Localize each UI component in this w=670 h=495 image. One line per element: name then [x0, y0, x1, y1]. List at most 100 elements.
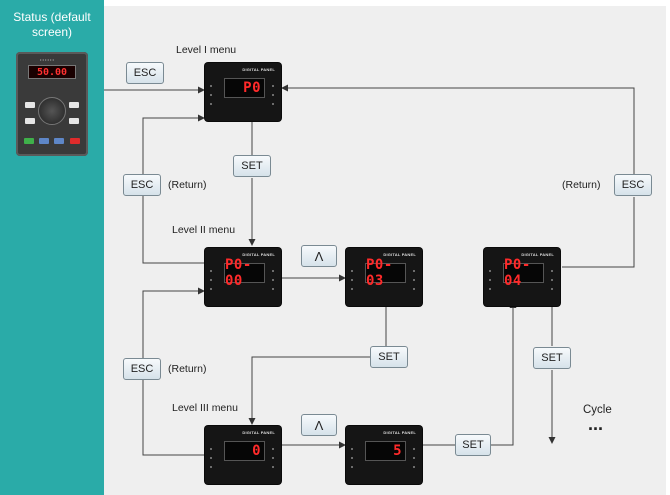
cycle-label: Cycle [583, 404, 612, 416]
esc-key: ESC [123, 174, 161, 196]
panel-indicator [489, 279, 491, 281]
panel-indicator [272, 279, 274, 281]
digital-panel-p0-04: DIGITAL PANEL P0-04 [484, 248, 560, 306]
panel-indicator [210, 103, 212, 105]
digital-panel-p0-00: DIGITAL PANEL P0-00 [205, 248, 281, 306]
return-label: (Return) [562, 179, 601, 191]
return-label: (Return) [168, 179, 207, 191]
panel-indicator [210, 466, 212, 468]
panel-indicator [413, 288, 415, 290]
panel-screen: P0 [224, 78, 265, 98]
panel-indicator [272, 94, 274, 96]
panel-indicator [351, 270, 353, 272]
set-key: SET [533, 347, 571, 369]
panel-display-value: 5 [393, 443, 402, 459]
arrow-5-to-p004 [491, 301, 517, 446]
esc-key: ESC [126, 62, 164, 84]
keypad-image: • • • • • • 50.00 [16, 52, 88, 156]
panel-brand: DIGITAL PANEL [383, 252, 416, 257]
panel-indicator [551, 279, 553, 281]
keypad-button [25, 118, 35, 124]
keypad-button [54, 138, 64, 144]
panel-indicator [413, 448, 415, 450]
set-key: SET [370, 346, 408, 368]
panel-indicator [272, 448, 274, 450]
panel-display-value: P0-00 [225, 257, 252, 289]
panel-display-value: P0-04 [504, 257, 531, 289]
keypad-knob [38, 97, 66, 125]
digital-panel-value-5: DIGITAL PANEL 5 [346, 426, 422, 484]
keypad-button [69, 102, 79, 108]
cycle-ellipsis: ... [588, 414, 604, 434]
panel-brand: DIGITAL PANEL [242, 67, 275, 72]
esc-key: ESC [614, 174, 652, 196]
arrow-return-p004-to-level1 [281, 84, 635, 174]
arrow-p003-to-level3 [248, 356, 370, 425]
panel-screen: P0-04 [503, 257, 544, 289]
panel-screen: P0-00 [224, 257, 265, 289]
arrow-return-level2-to-level1 [142, 114, 205, 174]
status-title-line1: Status (default [13, 10, 91, 24]
status-title: Status (default screen) [0, 10, 104, 40]
panel-indicator [210, 270, 212, 272]
panel-indicator [351, 448, 353, 450]
keypad-button [39, 138, 49, 144]
keypad-button [25, 102, 35, 108]
panel-indicator [210, 279, 212, 281]
panel-indicator [351, 279, 353, 281]
level3-menu-label: Level III menu [172, 402, 238, 414]
panel-indicator [210, 94, 212, 96]
panel-brand: DIGITAL PANEL [242, 430, 275, 435]
return-label: (Return) [168, 363, 207, 375]
status-title-line2: screen) [31, 25, 72, 39]
panel-indicator [272, 466, 274, 468]
panel-indicator [351, 466, 353, 468]
panel-display-value: P0-03 [366, 257, 393, 289]
panel-display-value: P0 [243, 80, 261, 96]
up-key: Λ [301, 245, 337, 267]
keypad-run-button [24, 138, 34, 144]
panel-indicator [413, 466, 415, 468]
panel-indicator [489, 288, 491, 290]
panel-display-value: 0 [252, 443, 261, 459]
esc-key: ESC [123, 358, 161, 380]
set-key: SET [233, 155, 271, 177]
status-sidebar: Status (default screen) • • • • • • 50.0… [0, 0, 104, 495]
panel-indicator [210, 85, 212, 87]
panel-indicator [210, 448, 212, 450]
panel-indicator [210, 457, 212, 459]
keypad-stop-button [70, 138, 80, 144]
panel-indicator [413, 457, 415, 459]
panel-indicator [351, 457, 353, 459]
panel-indicator [272, 103, 274, 105]
panel-screen: P0-03 [365, 257, 406, 289]
panel-indicator [272, 288, 274, 290]
panel-indicator [272, 85, 274, 87]
level2-menu-label: Level II menu [172, 224, 236, 236]
panel-indicator [272, 457, 274, 459]
panel-indicator [272, 270, 274, 272]
digital-panel-p0-03: DIGITAL PANEL P0-03 [346, 248, 422, 306]
level1-menu-label: Level I menu [176, 44, 237, 56]
panel-brand: DIGITAL PANEL [521, 252, 554, 257]
arrow-return-level3-to-level2 [142, 287, 205, 358]
digital-panel-value-0: DIGITAL PANEL 0 [205, 426, 281, 484]
digital-panel-level1: DIGITAL PANEL P0 [205, 63, 281, 121]
panel-indicator [489, 270, 491, 272]
panel-brand: DIGITAL PANEL [383, 430, 416, 435]
panel-screen: 0 [224, 441, 265, 461]
up-key: Λ [301, 414, 337, 436]
keypad-display-value: 50.00 [36, 66, 68, 78]
set-key: SET [455, 434, 491, 456]
panel-indicator [413, 279, 415, 281]
keypad-indicator-row: • • • • • • [40, 57, 54, 62]
panel-indicator [210, 288, 212, 290]
panel-indicator [551, 270, 553, 272]
panel-screen: 5 [365, 441, 406, 461]
panel-indicator [413, 270, 415, 272]
keypad-button [69, 118, 79, 124]
keypad-display: 50.00 [28, 65, 76, 79]
panel-indicator [551, 288, 553, 290]
